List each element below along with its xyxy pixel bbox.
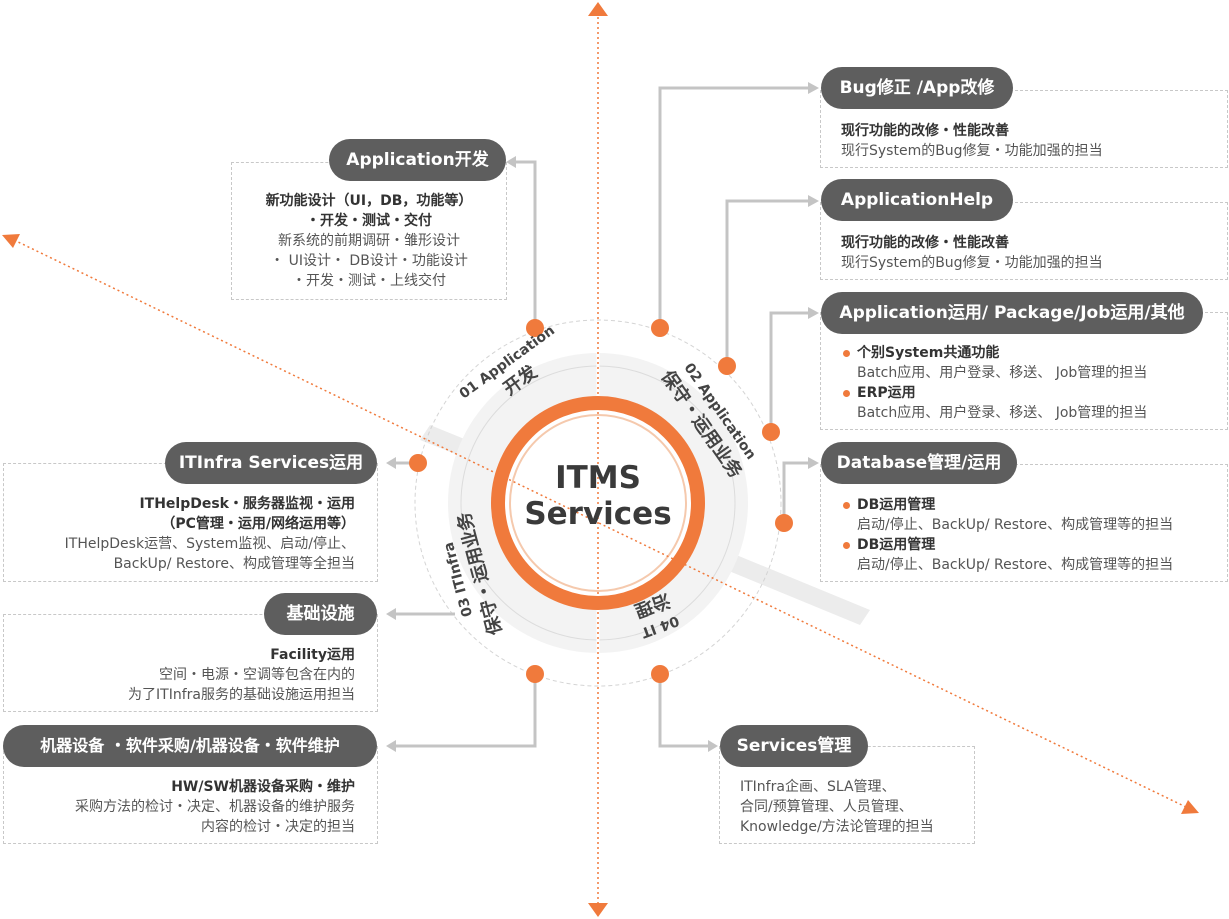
services-mgmt-line-1: ITInfra企画、SLA管理、 (740, 779, 896, 795)
db-ops-item-2-title: DB运用管理 (841, 535, 1217, 555)
itinfra-ops-line-4: BackUp/ Restore、构成管理等全担当 (113, 556, 355, 572)
connectors (394, 86, 808, 748)
app-dev-box: 新功能设计（UI，DB，功能等） ・开发・测试・交付 新系统的前期调研・雏形设计… (231, 162, 507, 300)
app-ops-item-1-desc: Batch应用、用户登录、移送、 Job管理的担当 (857, 365, 1148, 381)
itinfra-ops-pill[interactable]: ITInfra Services运用 (165, 442, 377, 484)
hw-sw-line-1: HW/SW机器设备采购・维护 (171, 779, 355, 795)
db-ops-item-1-desc: 启动/停止、BackUp/ Restore、构成管理等的担当 (857, 517, 1174, 533)
itinfra-ops-line-2: （PC管理・运用/网络运用等） (161, 516, 355, 532)
services-mgmt-line-2: 合同/预算管理、人员管理、 (740, 799, 913, 815)
app-dev-line-1: 新功能设计（UI，DB，功能等） (265, 193, 473, 209)
hw-sw-line-2: 采购方法的检讨・决定、机器设备的维护服务 (75, 799, 355, 815)
facility-pill[interactable]: 基础设施 (264, 593, 377, 635)
itinfra-ops-line-3: ITHelpDesk运营、System监视、启动/停止、 (64, 536, 355, 552)
app-dev-line-4: ・ UI设计・ DB设计・功能设计 (270, 253, 468, 269)
bug-fix-line-2: 现行System的Bug修复・功能加强的担当 (841, 143, 1103, 159)
center-title-line1: ITMS (555, 460, 641, 496)
app-ops-item-2-desc: Batch应用、用户登录、移送、 Job管理的担当 (857, 405, 1148, 421)
arrow-upleft-icon (2, 234, 20, 248)
hw-sw-line-3: 内容的检讨・决定的担当 (201, 819, 355, 835)
node-dots (409, 319, 793, 683)
facility-line-3: 为了ITInfra服务的基础设施运用担当 (128, 687, 355, 703)
db-ops-item-2-desc: 启动/停止、BackUp/ Restore、构成管理等的担当 (857, 557, 1174, 573)
app-help-line-2: 现行System的Bug修复・功能加强的担当 (841, 255, 1103, 271)
app-dev-line-5: ・开发・测试・上线交付 (292, 273, 446, 289)
db-ops-box: DB运用管理 启动/停止、BackUp/ Restore、构成管理等的担当 DB… (820, 464, 1228, 582)
app-dev-pill[interactable]: Application开发 (329, 139, 506, 181)
arrow-up-icon (588, 2, 608, 16)
db-ops-item-1-title: DB运用管理 (841, 495, 1217, 515)
itinfra-ops-line-1: ITHelpDesk・服务器监视・运用 (139, 496, 355, 512)
hw-sw-pill[interactable]: 机器设备 ・软件采购/机器设备・软件维护 (3, 725, 377, 767)
facility-line-1: Facility运用 (270, 647, 355, 663)
app-ops-item-2-title: ERP运用 (841, 383, 1217, 403)
arrow-downright-icon (1181, 800, 1199, 814)
center-title-line2: Services (524, 496, 672, 532)
app-ops-pill[interactable]: Application运用/ Package/Job运用/其他 (821, 292, 1203, 334)
facility-line-2: 空间・电源・空调等包含在内的 (159, 667, 355, 683)
services-mgmt-line-3: Knowledge/方法论管理的担当 (740, 819, 934, 835)
connector-arrowheads (386, 82, 819, 752)
bug-fix-pill[interactable]: Bug修正 /App改修 (821, 67, 1013, 109)
center-title: ITMS Services (512, 460, 684, 532)
app-help-pill[interactable]: ApplicationHelp (821, 179, 1013, 221)
arrow-down-icon (588, 903, 608, 917)
app-dev-line-3: 新系统的前期调研・雏形设计 (278, 233, 460, 249)
app-help-line-1: 现行功能的改修・性能改善 (841, 235, 1009, 251)
app-dev-line-2: ・开发・测试・交付 (306, 213, 432, 229)
services-mgmt-pill[interactable]: Services管理 (720, 725, 868, 767)
app-ops-item-1-title: 个别System共通功能 (841, 343, 1217, 363)
outer-dashed-ring (414, 319, 782, 687)
bug-fix-line-1: 现行功能的改修・性能改善 (841, 123, 1009, 139)
db-ops-pill[interactable]: Database管理/运用 (821, 442, 1017, 484)
diagonal-axis (13, 239, 1189, 809)
